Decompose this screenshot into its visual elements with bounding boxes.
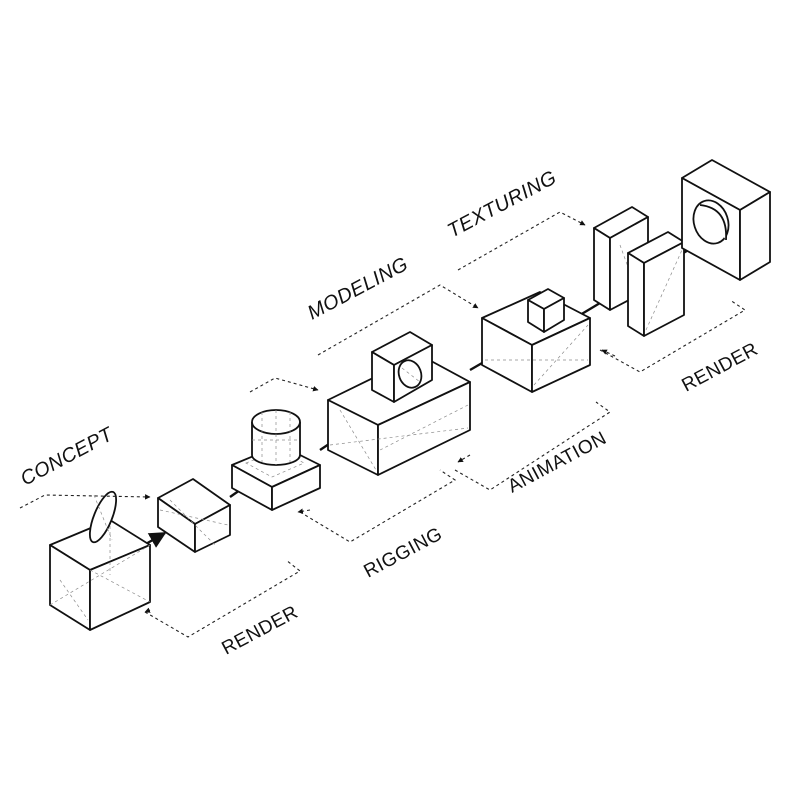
cylinder-on-base [231, 409, 321, 511]
label-render-bottom: RENDER [218, 602, 301, 660]
label-modeling: MODELING [304, 253, 412, 324]
block-box [157, 478, 231, 553]
label-texturing: TEXTURING [444, 167, 560, 243]
texturing-block [481, 288, 591, 393]
label-concept: CONCEPT [17, 423, 118, 491]
dashed-flow-paths [19, 211, 747, 638]
label-render-top: RENDER [678, 339, 761, 397]
modeling-block [327, 331, 471, 476]
render-screen [681, 159, 771, 281]
concept-cube [49, 490, 151, 631]
label-rigging: RIGGING [360, 524, 446, 583]
render-slabs [593, 206, 685, 337]
label-animation: ANIMATION [504, 428, 610, 498]
